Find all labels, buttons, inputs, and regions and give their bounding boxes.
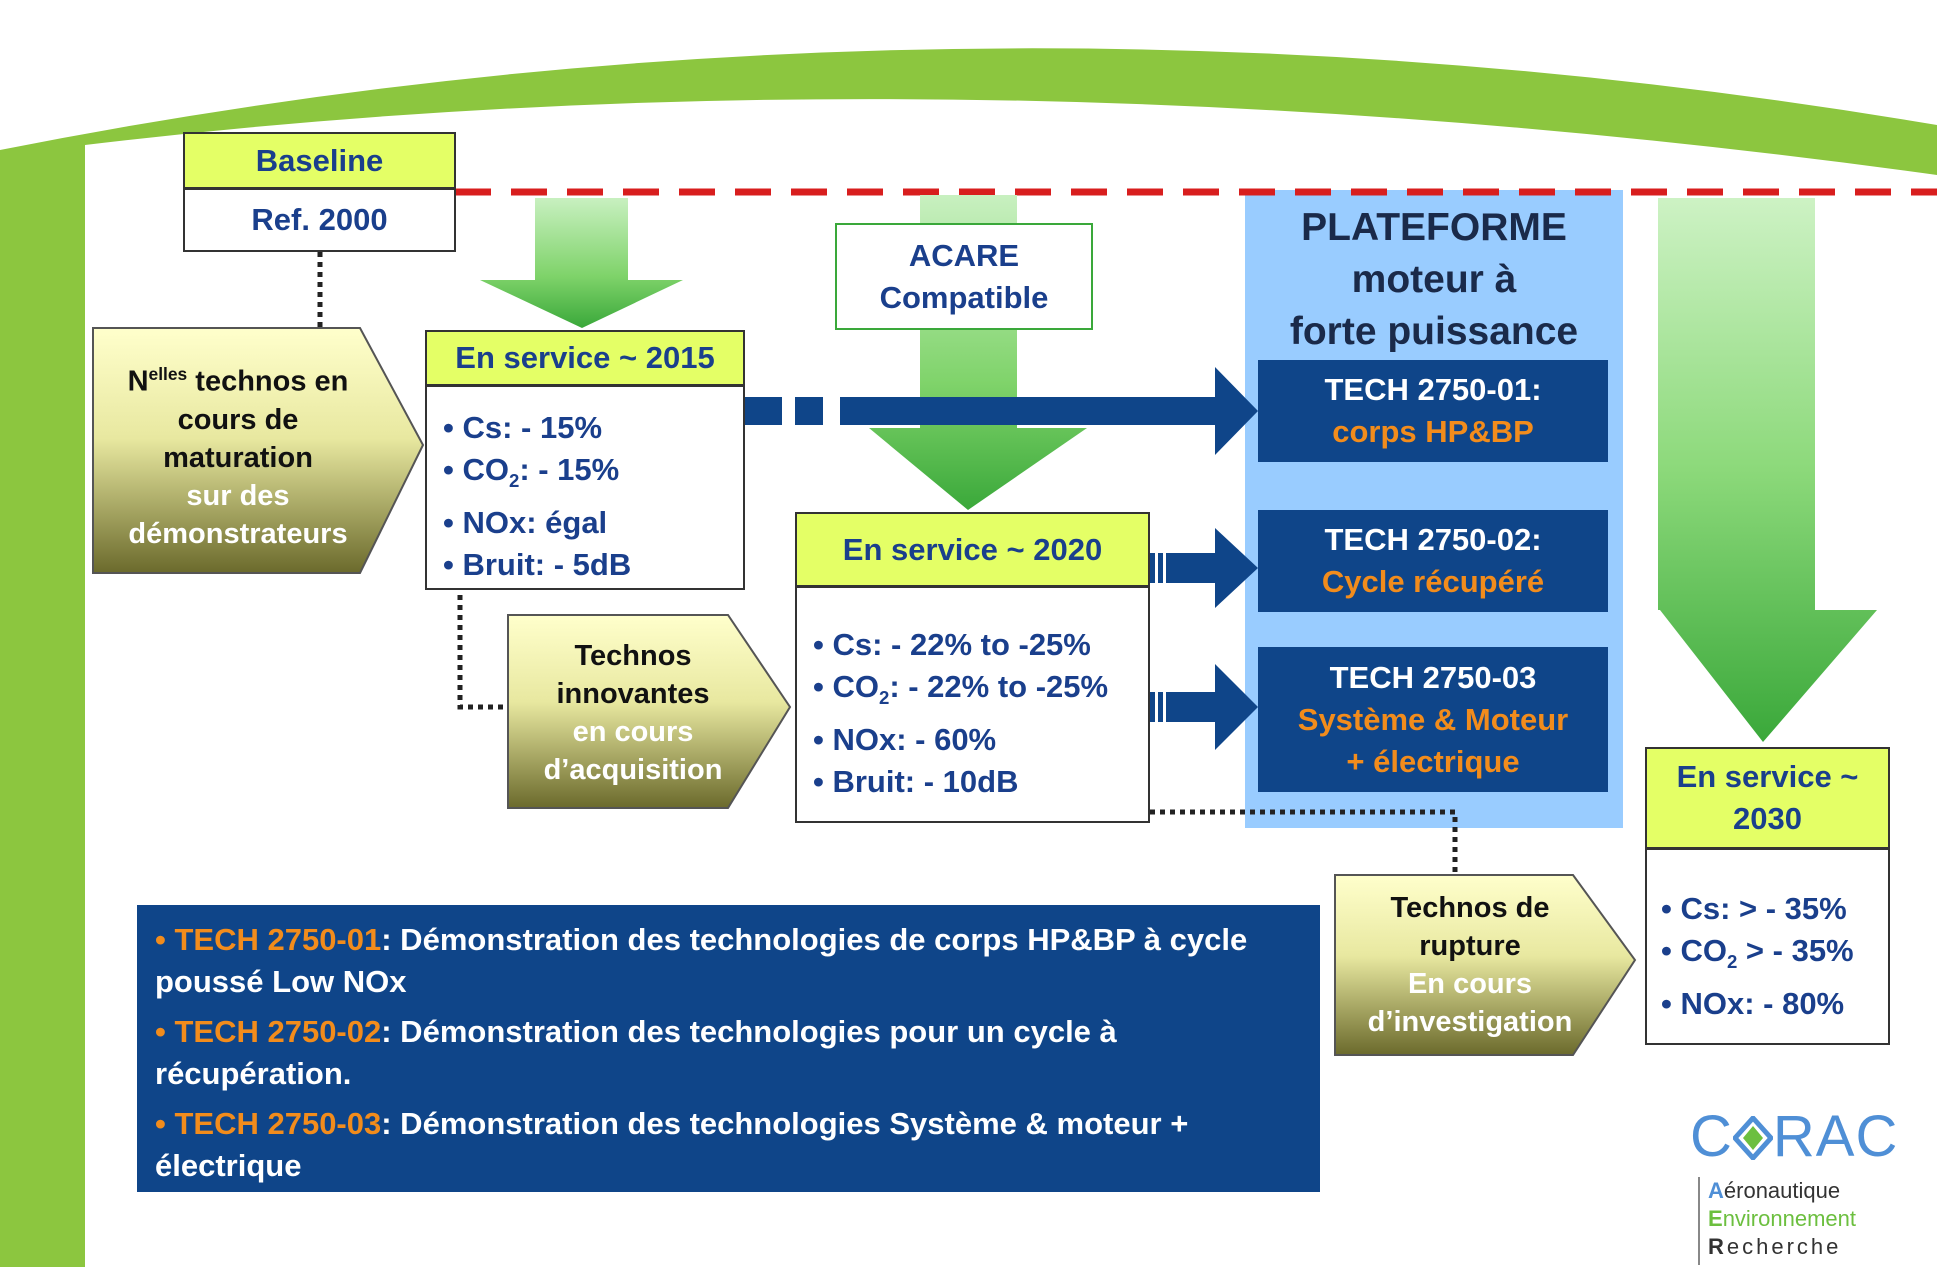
legend-box: • TECH 2750-01: Démonstration des techno…	[137, 905, 1320, 1192]
p3-sub2: d’investigation	[1367, 1006, 1573, 1038]
acare-box: ACARE Compatible	[835, 223, 1093, 330]
blue-stripe-2a	[1150, 553, 1155, 583]
corac-logo-tagline: Aéronautique Environnement Recherche	[1708, 1177, 1856, 1261]
pentagon-rupture	[1334, 874, 1637, 1056]
blue-stripe-3a	[1150, 692, 1155, 722]
blue-stripe-2b	[1158, 553, 1163, 583]
legend-item-02: • TECH 2750-02: Démonstration des techno…	[155, 1014, 1117, 1091]
blue-stripe-3b	[1158, 692, 1163, 722]
p2-line2: innovantes	[556, 678, 710, 710]
pentagon-rupture-text: Technos de rupture En cours d’investigat…	[1335, 889, 1605, 1041]
p1-sub2: démonstrateurs	[128, 517, 348, 550]
logo-line2: Environnement	[1708, 1206, 1856, 1231]
service-2020-item-cs: • Cs: - 22% to -25%	[813, 627, 1091, 662]
service-2020-title-box: En service ~ 2020	[795, 512, 1150, 587]
pentagon-innovantes-text: Technos innovantes en cours d’acquisitio…	[508, 637, 758, 789]
p1-sub1: sur des	[186, 479, 290, 512]
service-2015-item-bruit: • Bruit: - 5dB	[443, 547, 632, 583]
service-2030-item-nox: • NOx: - 80%	[1661, 986, 1845, 1022]
service-2030-title-line2: 2030	[1733, 801, 1802, 836]
service-2015-item-co2: • CO2: - 15%	[443, 452, 620, 492]
blue-dash-2	[795, 397, 823, 425]
plateforme-line3: forte puissance	[1289, 310, 1579, 353]
service-2015-item-nox: • NOx: égal	[443, 505, 608, 541]
blue-arrow-to-tech3	[1166, 664, 1258, 750]
baseline-ref: Ref. 2000	[251, 202, 388, 237]
service-2020-box: • Cs: - 22% to -25% • CO2: - 22% to -25%…	[795, 586, 1150, 823]
p2-line1: Technos	[574, 640, 692, 672]
pentagon-innovantes	[507, 614, 792, 809]
legend-item-03: • TECH 2750-03: Démonstration des techno…	[155, 1106, 1189, 1183]
service-2015-title: En service ~ 2015	[455, 340, 715, 375]
service-2030-title-box: En service ~ 2030	[1645, 747, 1890, 849]
tech-03-name-line2: + électrique	[1346, 743, 1520, 779]
p3-line1: Technos de	[1390, 892, 1550, 924]
service-2020-item-bruit: • Bruit: - 10dB	[813, 764, 1019, 800]
service-2030-title-line1: En service ~	[1676, 759, 1859, 794]
logo-line1: Aéronautique	[1708, 1178, 1841, 1203]
baseline-ref-box: Ref. 2000	[183, 188, 456, 252]
plateforme-line2: moteur à	[1351, 258, 1517, 301]
logo-line3: Recherche	[1708, 1234, 1842, 1259]
service-2020-item-co2: • CO2: - 22% to -25%	[813, 669, 1109, 709]
tech-01-name: corps HP&BP	[1332, 414, 1534, 449]
service-2020-list: • Cs: - 22% to -25% • CO2: - 22% to -25%…	[813, 624, 1148, 803]
p3-line2: rupture	[1419, 930, 1521, 962]
tech-02-name: Cycle récupéré	[1321, 564, 1545, 599]
p2-sub1: en cours	[572, 716, 694, 748]
dotted-connector-2015	[457, 585, 508, 710]
corac-logo-divider	[1698, 1177, 1700, 1265]
tech-03-code: TECH 2750-03	[1329, 659, 1537, 695]
tech-03-name-line1: Système & Moteur	[1297, 701, 1569, 737]
service-2015-list: • Cs: - 15% • CO2: - 15% • NOx: égal • B…	[443, 407, 743, 586]
p1-line3: maturation	[163, 441, 313, 474]
green-down-arrow-3	[1658, 198, 1877, 742]
pentagon-maturation	[92, 327, 425, 574]
p1-line2: cours de	[177, 403, 299, 436]
service-2030-box: • Cs: > - 35% • CO2 > - 35% • NOx: - 80%	[1645, 848, 1890, 1045]
tech-box-01: TECH 2750-01: corps HP&BP	[1258, 360, 1608, 462]
pentagon-maturation-text: Nelles technos en cours de maturation su…	[93, 355, 383, 553]
service-2030-list: • Cs: > - 35% • CO2 > - 35% • NOx: - 80%	[1661, 888, 1888, 1025]
blue-arrow-to-tech1	[840, 367, 1258, 455]
legend-item-01: • TECH 2750-01: Démonstration des techno…	[155, 922, 1248, 999]
blue-arrow-to-tech2	[1166, 528, 1258, 608]
baseline-title: Baseline	[255, 142, 384, 178]
baseline-title-box: Baseline	[183, 132, 456, 189]
acare-line1: ACARE	[908, 237, 1020, 273]
tech-01-code: TECH 2750-01:	[1324, 372, 1542, 407]
plateforme-line1: PLATEFORME	[1301, 206, 1567, 249]
service-2030-item-co2: • CO2 > - 35%	[1661, 933, 1854, 973]
service-2015-item-cs: • Cs: - 15%	[443, 410, 603, 445]
dotted-connector-2020	[1150, 809, 1458, 875]
plateforme-title: PLATEFORME moteur à forte puissance	[1245, 200, 1623, 360]
p2-sub2: d’acquisition	[543, 754, 723, 786]
tech-box-02: TECH 2750-02: Cycle récupéré	[1258, 510, 1608, 612]
tech-box-03: TECH 2750-03 Système & Moteur + électriq…	[1258, 647, 1608, 792]
p3-sub1: En cours	[1407, 968, 1533, 1000]
green-down-arrow-1	[480, 198, 683, 328]
service-2015-box: • Cs: - 15% • CO2: - 15% • NOx: égal • B…	[425, 385, 745, 590]
blue-dash-1	[742, 397, 782, 425]
service-2020-item-nox: • NOx: - 60%	[813, 722, 997, 758]
corac-logo-diamond-icon	[1731, 1114, 1775, 1162]
acare-line2: Compatible	[879, 279, 1049, 315]
tech-02-code: TECH 2750-02:	[1324, 522, 1542, 557]
service-2015-title-box: En service ~ 2015	[425, 330, 745, 386]
service-2020-title: En service ~ 2020	[842, 531, 1103, 567]
p1-line1: Nelles technos en	[127, 364, 349, 398]
service-2030-item-cs: • Cs: > - 35%	[1661, 891, 1847, 926]
